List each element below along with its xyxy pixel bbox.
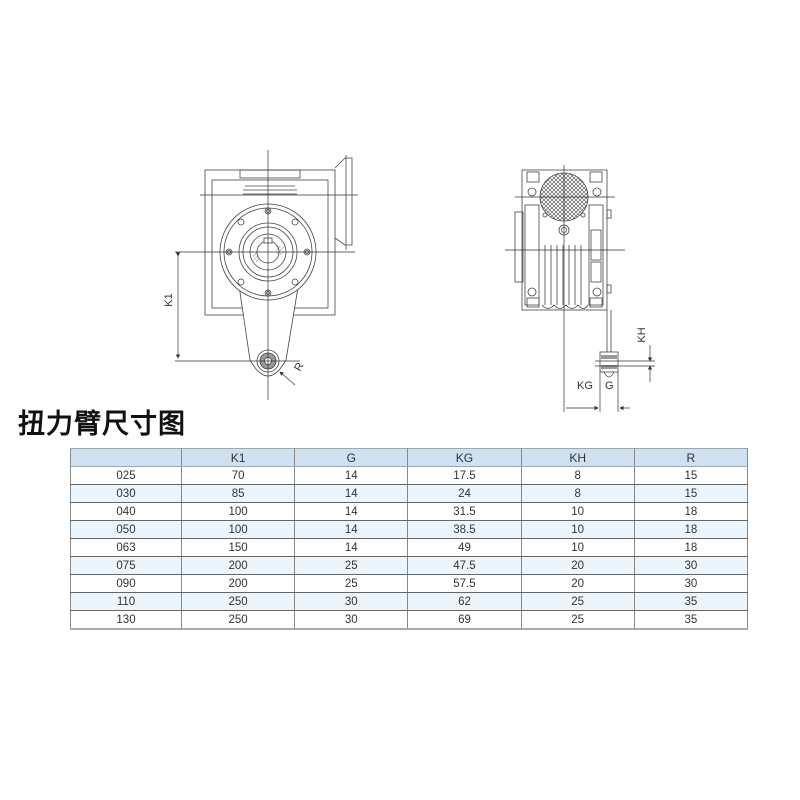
cell-k1: 100: [180, 502, 296, 521]
cell-model: 063: [70, 538, 182, 557]
cell-kh: 20: [520, 574, 635, 593]
cell-kh: 20: [520, 556, 635, 575]
table-header-row: K1 G KG KH R: [70, 448, 749, 467]
cell-g: 14: [294, 520, 409, 539]
cell-r: 30: [633, 556, 749, 575]
cell-r: 18: [633, 538, 749, 557]
cell-model: 050: [70, 520, 182, 539]
cell-r: 18: [633, 502, 749, 521]
header-model: [70, 448, 182, 467]
cell-g: 30: [294, 592, 409, 611]
cell-model: 090: [70, 574, 182, 593]
cell-kg: 69: [407, 610, 522, 630]
page-title: 扭力臂尺寸图: [18, 409, 186, 440]
cell-g: 14: [294, 538, 409, 557]
cell-kh: 25: [520, 610, 635, 630]
cell-kh: 8: [520, 466, 635, 485]
g-label: G: [605, 380, 614, 392]
cell-kg: 62: [407, 592, 522, 611]
cell-kg: 49: [407, 538, 522, 557]
header-k1: K1: [180, 448, 296, 467]
cell-model: 025: [70, 466, 182, 485]
k1-label: K1: [163, 293, 175, 306]
cell-k1: 250: [180, 592, 296, 611]
cell-kh: 8: [520, 484, 635, 503]
cell-r: 15: [633, 484, 749, 503]
cell-r: 30: [633, 574, 749, 593]
torque-arm-drawing: K1 R: [163, 150, 655, 412]
cell-r: 35: [633, 592, 749, 611]
cell-kh: 10: [520, 502, 635, 521]
cell-model: 110: [70, 592, 182, 611]
cell-g: 30: [294, 610, 409, 630]
r-label: R: [292, 361, 306, 374]
cell-g: 14: [294, 484, 409, 503]
header-kh: KH: [520, 448, 635, 467]
cell-kg: 24: [407, 484, 522, 503]
side-view: [514, 169, 619, 378]
cell-kg: 38.5: [407, 520, 522, 539]
header-kg: KG: [407, 448, 522, 467]
cell-kg: 57.5: [407, 574, 522, 593]
cell-g: 14: [294, 502, 409, 521]
cell-kg: 47.5: [407, 556, 522, 575]
cell-kh: 10: [520, 520, 635, 539]
cell-kh: 10: [520, 538, 635, 557]
cell-k1: 200: [180, 574, 296, 593]
cell-k1: 250: [180, 610, 296, 630]
cell-g: 25: [294, 556, 409, 575]
cell-kg: 17.5: [407, 466, 522, 485]
cell-g: 14: [294, 466, 409, 485]
cell-kg: 31.5: [407, 502, 522, 521]
cell-r: 15: [633, 466, 749, 485]
kg-label: KG: [577, 380, 593, 392]
cell-model: 030: [70, 484, 182, 503]
cell-model: 130: [70, 610, 182, 630]
cell-k1: 70: [180, 466, 296, 485]
header-r: R: [633, 448, 749, 467]
cell-k1: 150: [180, 538, 296, 557]
cell-model: 075: [70, 556, 182, 575]
cell-k1: 100: [180, 520, 296, 539]
cell-r: 18: [633, 520, 749, 539]
kh-label: KH: [636, 327, 648, 342]
cell-g: 25: [294, 574, 409, 593]
cell-r: 35: [633, 610, 749, 630]
cell-k1: 85: [180, 484, 296, 503]
front-view: [204, 155, 353, 377]
cell-k1: 200: [180, 556, 296, 575]
cell-kh: 25: [520, 592, 635, 611]
cell-model: 040: [70, 502, 182, 521]
header-g: G: [294, 448, 409, 467]
